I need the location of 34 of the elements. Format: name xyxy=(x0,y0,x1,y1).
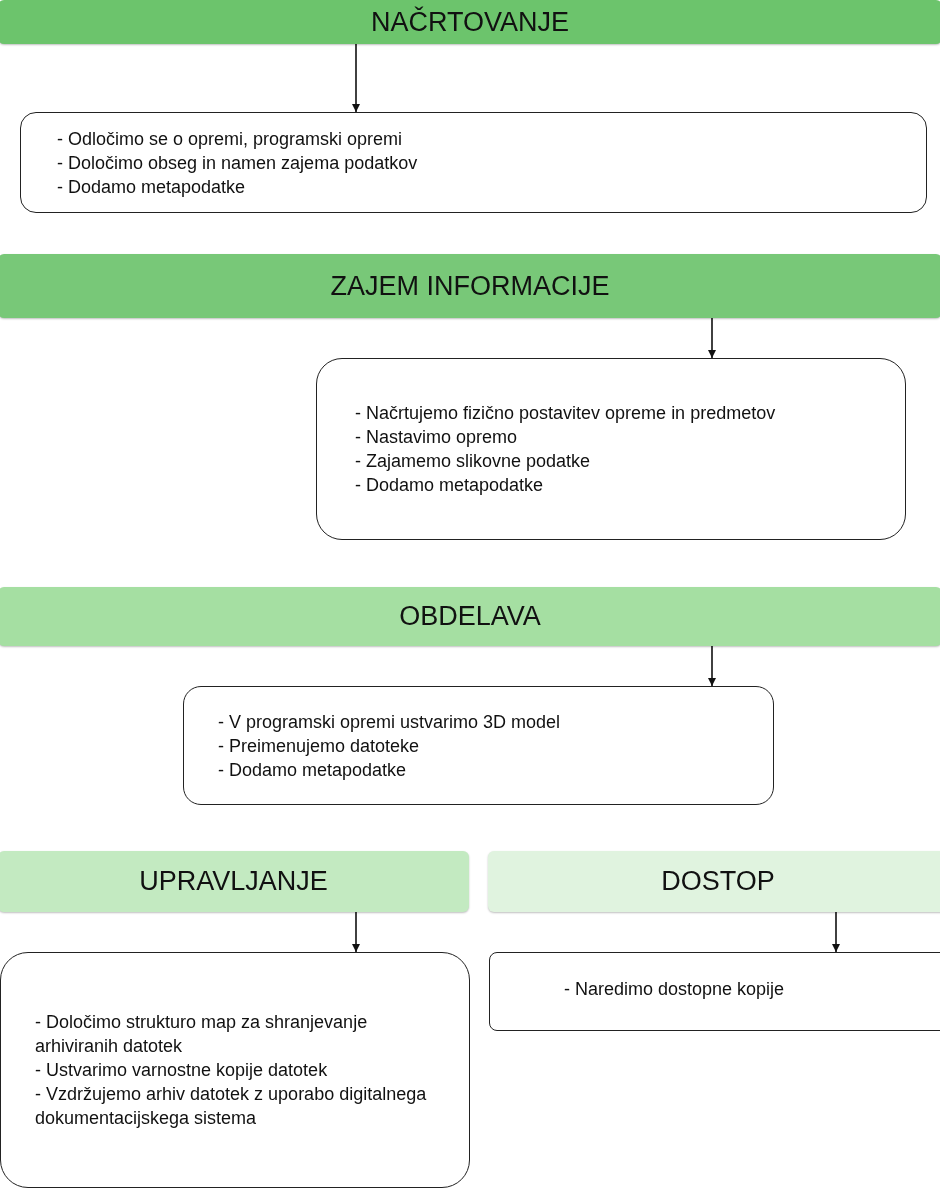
task-item: - Določimo obseg in namen zajema podatkov xyxy=(57,151,419,175)
stage-band xyxy=(0,851,469,912)
stage-band xyxy=(0,0,940,44)
task-item: - Določimo strukturo map za shranjevanje arhiviranih datotek xyxy=(35,1011,369,1058)
arrow xyxy=(832,911,840,953)
stage-band xyxy=(0,254,940,318)
task-item: - Zajamemo slikovne podatke xyxy=(355,450,592,473)
task-item: - Ustvarimo varnostne kopije datotek xyxy=(35,1059,329,1082)
task-item: - V programski opremi ustvarimo 3D model xyxy=(218,710,562,734)
task-item: - Dodamo metapodatke xyxy=(218,758,408,782)
task-item: - Vzdržujemo arhiv datotek z uporabo digitalnega dokumentacijskega sistema xyxy=(35,1083,428,1130)
task-box xyxy=(489,952,940,1031)
task-box xyxy=(183,686,774,805)
arrow xyxy=(352,43,360,113)
task-box xyxy=(0,952,470,1188)
stage-title: DOSTOP xyxy=(661,866,775,897)
arrow xyxy=(708,645,716,687)
stage-band xyxy=(488,851,940,912)
task-item: - Naredimo dostopne kopije xyxy=(564,978,786,1001)
stage-title: ZAJEM INFORMACIJE xyxy=(330,270,610,302)
task-item: - Dodamo metapodatke xyxy=(57,175,247,199)
task-item: - Nastavimo opremo xyxy=(355,426,519,449)
arrow xyxy=(352,911,360,953)
task-box xyxy=(20,112,927,213)
task-item: - Odločimo se o opremi, programski opremi xyxy=(57,127,404,151)
task-item: - Dodamo metapodatke xyxy=(355,474,545,497)
stage-title: UPRAVLJANJE xyxy=(139,866,328,897)
task-box xyxy=(316,358,906,540)
stage-title: NAČRTOVANJE xyxy=(370,6,569,38)
stage-band xyxy=(0,587,940,646)
task-item: - Preimenujemo datoteke xyxy=(218,734,421,758)
arrow xyxy=(708,317,716,359)
stage-title: OBDELAVA xyxy=(399,601,541,632)
task-item: - Načrtujemo fizično postavitev opreme in predmetov xyxy=(355,402,777,425)
